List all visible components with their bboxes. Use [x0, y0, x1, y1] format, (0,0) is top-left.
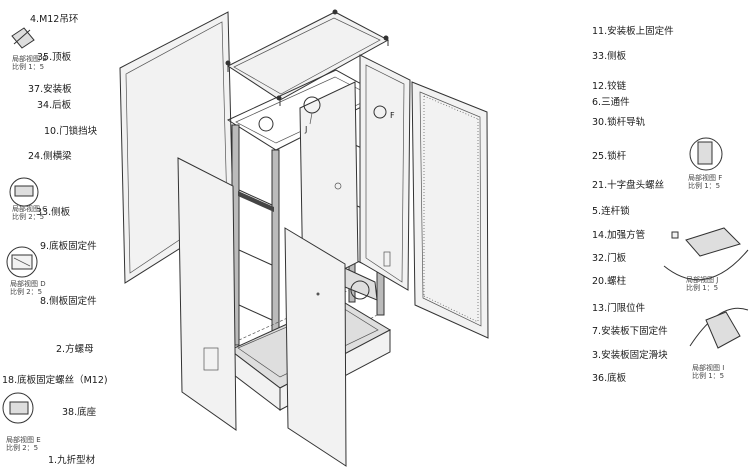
detail-b-sketch: [11, 27, 35, 49]
door-panel: [411, 81, 489, 339]
callout-j: [303, 96, 321, 125]
detail-c-sketch: [9, 177, 39, 207]
label-side-panel-right: 33.侧板: [592, 51, 627, 62]
mounting-plate: [299, 81, 359, 291]
label-hinge: 12.铰链: [592, 81, 627, 92]
label-lock-rod-rail: 30.锁杆导轨: [592, 117, 646, 128]
label-mounting-plate: 37.安装板: [28, 84, 72, 95]
label-bottom-plate-screw: 18.底板固定螺丝（M12): [2, 375, 108, 386]
callout-b: [258, 116, 274, 132]
label-nine-fold-profile: 1.九折型材: [48, 455, 96, 466]
label-tee-piece: 6.三通件: [592, 97, 630, 108]
label-mounting-plate-slider: 3.安装板固定滑块: [592, 350, 668, 361]
label-side-panel-fixer: 8.侧板固定件: [40, 296, 97, 307]
label-back-plate: 34.后板: [37, 100, 72, 111]
detail-e-sketch: [2, 392, 34, 424]
label-door-lock-stop: 10.门锁挡块: [44, 126, 98, 137]
detail-i-sketch: [689, 307, 749, 349]
detail-f-sketch: [689, 137, 723, 171]
label-reinforcing-tube: 14.加强方管: [592, 230, 646, 241]
callout-i: [350, 280, 370, 300]
label-door-panel: 32.门板: [592, 253, 627, 264]
label-bottom-plate: 36.底板: [592, 373, 627, 384]
top-plate: [225, 9, 390, 106]
label-side-panel-left: 33.侧板: [36, 207, 71, 218]
label-cross-screw: 21.十字盘头螺丝: [592, 180, 665, 191]
label-side-beam: 24.侧横梁: [28, 151, 72, 162]
detail-d-sketch: [6, 246, 38, 278]
right-side-panel: [359, 54, 411, 291]
lifting-ring-icon: [383, 35, 389, 41]
label-stud: 20.螺柱: [592, 276, 627, 287]
front-side-panel: [177, 157, 237, 431]
label-lock-rod: 25.锁杆: [592, 151, 627, 162]
label-square-nut: 2.方螺母: [56, 344, 94, 355]
label-door-limiter: 13.门限位件: [592, 303, 646, 314]
label-top-plate: 35.顶板: [37, 52, 72, 63]
label-mounting-plate-lower-fixer: 7.安装板下固定件: [592, 326, 668, 337]
front-right-side-panel: [284, 227, 347, 467]
lifting-ring-icon: [225, 60, 231, 66]
label-hoist-ring: 4.M12吊环: [30, 14, 79, 25]
label-mounting-plate-upper-fixer: 11.安装板上固定件: [592, 26, 674, 37]
callout-f: [373, 105, 387, 119]
callout-f-letter: F: [390, 111, 395, 120]
detail-j-sketch: [663, 227, 749, 281]
callout-j-letter: J: [305, 125, 308, 134]
label-base: 38.底座: [62, 407, 97, 418]
label-link-lock: 5.连杆锁: [592, 206, 630, 217]
lifting-ring-icon: [332, 9, 338, 15]
label-bottom-plate-fixer: 9.底板固定件: [40, 241, 97, 252]
